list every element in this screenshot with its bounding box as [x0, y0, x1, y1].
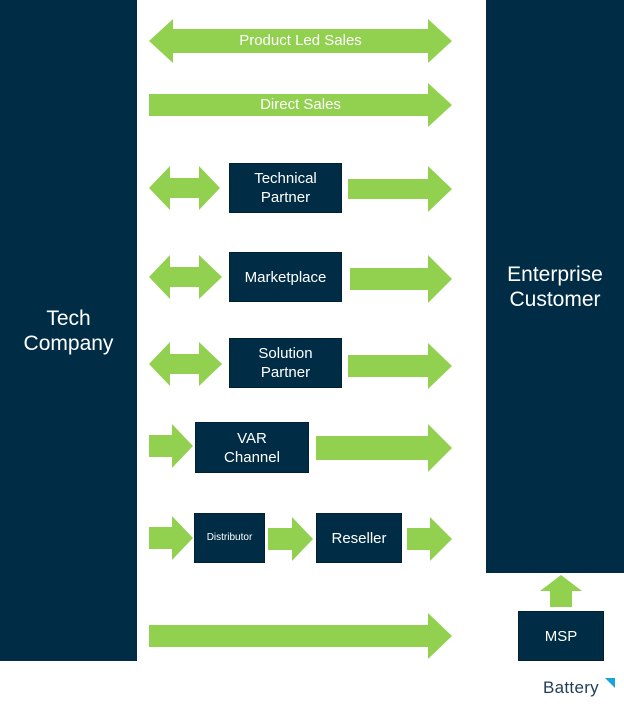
tech-company-column: Tech Company [0, 0, 137, 661]
reseller-right-arrow [407, 517, 452, 561]
distributor-box: Distributor [194, 513, 265, 563]
technical-partner-left-double-arrow [149, 166, 220, 210]
enterprise-customer-column: Enterprise Customer [486, 0, 624, 573]
technical-partner-label: Technical Partner [254, 170, 317, 206]
tech-company-label: Tech Company [23, 306, 114, 355]
msp-up-arrow [540, 575, 582, 607]
direct-sales-label: Direct Sales [260, 96, 341, 113]
marketplace-box: Marketplace [229, 252, 342, 302]
distributor-left-arrow [149, 516, 193, 560]
product-led-sales-label: Product Led Sales [239, 32, 362, 49]
product-led-sales-arrow [149, 19, 452, 63]
tech-to-msp-arrow [149, 613, 452, 659]
marketplace-label: Marketplace [244, 268, 327, 286]
var-channel-right-arrow [316, 424, 452, 472]
reseller-box: Reseller [316, 513, 402, 563]
solution-partner-left-double-arrow [149, 342, 222, 386]
marketplace-right-arrow [350, 255, 452, 303]
technical-partner-box: Technical Partner [229, 163, 342, 213]
solution-partner-box: Solution Partner [229, 338, 342, 388]
marketplace-left-double-arrow [149, 255, 222, 299]
direct-sales-arrow [149, 83, 452, 127]
distributor-label: Distributor [206, 532, 253, 543]
solution-partner-label: Solution Partner [258, 345, 313, 381]
battery-logo-mark-icon [605, 678, 615, 688]
enterprise-customer-label: Enterprise Customer [507, 262, 603, 311]
solution-partner-right-arrow [348, 343, 452, 389]
distributor-to-reseller-arrow [268, 517, 313, 561]
technical-partner-right-arrow [348, 166, 452, 212]
msp-box: MSP [518, 611, 604, 661]
msp-label: MSP [544, 627, 578, 645]
var-channel-label: VAR Channel [224, 429, 280, 466]
reseller-label: Reseller [331, 529, 387, 547]
battery-logo-text: Battery [543, 678, 599, 697]
var-channel-left-arrow [149, 424, 193, 468]
var-channel-box: VAR Channel [195, 422, 309, 473]
